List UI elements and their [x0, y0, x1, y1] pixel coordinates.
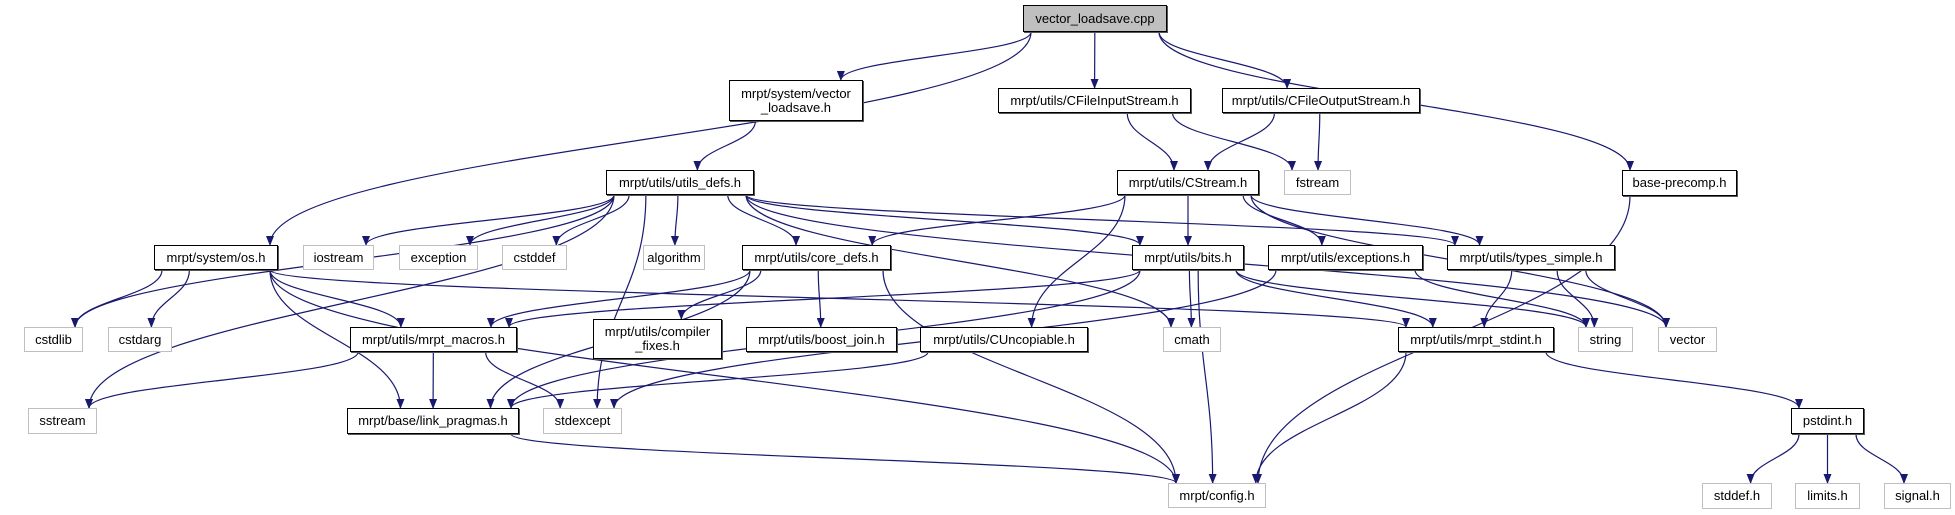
graph-node-coredefs[interactable]: mrpt/utils/core_defs.h — [742, 245, 891, 270]
graph-node-algorithm: algorithm — [643, 245, 705, 270]
edge-coredefs-to-config — [882, 269, 1180, 484]
graph-node-boost[interactable]: mrpt/utils/boost_join.h — [746, 327, 897, 352]
graph-node-root: vector_loadsave.cpp — [1023, 5, 1167, 32]
edge-udefs-to-algorithm — [670, 194, 679, 246]
edge-types-to-string — [1556, 269, 1599, 328]
edge-os-to-cstdarg — [147, 269, 190, 328]
graph-node-basepre[interactable]: base-precomp.h — [1622, 170, 1737, 196]
graph-node-cstddef: cstddef — [502, 245, 567, 270]
edge-bits-to-stdint — [1235, 269, 1437, 328]
edge-udefs-to-sstream — [85, 194, 615, 409]
edge-root-to-vls — [836, 31, 1032, 81]
graph-node-vls[interactable]: mrpt/system/vector _loadsave.h — [729, 80, 863, 121]
graph-node-cfis[interactable]: mrpt/utils/CFileInputStream.h — [998, 88, 1191, 113]
edge-coredefs-to-compiler — [677, 269, 762, 320]
graph-node-signal: signal.h — [1884, 483, 1951, 509]
edge-stdint-to-config — [1251, 351, 1407, 484]
edge-os-to-stdint — [269, 269, 1410, 328]
graph-node-iostream: iostream — [303, 245, 374, 270]
edge-pstdint-to-signal — [1855, 433, 1908, 484]
graph-node-config: mrpt/config.h — [1168, 483, 1266, 508]
edge-udefs-to-types — [745, 194, 1459, 246]
edge-stdint-to-pstdint — [1545, 351, 1803, 409]
edge-udefs-to-cmath — [745, 194, 1175, 328]
edge-root-to-cfos — [1158, 31, 1292, 89]
edge-types-to-vector — [1585, 269, 1670, 328]
edge-types-to-stdint — [1480, 269, 1513, 328]
graph-node-fstream: fstream — [1284, 170, 1351, 195]
edge-os-to-cstdlib — [71, 269, 163, 328]
edge-macros-to-sstream — [85, 351, 359, 409]
graph-node-udefs[interactable]: mrpt/utils/utils_defs.h — [606, 170, 754, 195]
graph-node-stdint[interactable]: mrpt/utils/mrpt_stdint.h — [1398, 327, 1554, 352]
graph-node-exceptions[interactable]: mrpt/utils/exceptions.h — [1268, 245, 1423, 270]
graph-node-compiler[interactable]: mrpt/utils/compiler _fixes.h — [593, 319, 722, 359]
edge-os-to-config — [269, 269, 1180, 484]
edge-cstream-to-types — [1250, 194, 1484, 246]
graph-node-exception: exception — [399, 245, 478, 270]
edge-vls-to-udefs — [693, 120, 756, 171]
edge-cfis-to-fstream — [1171, 112, 1296, 171]
edge-bits-to-string — [1235, 269, 1590, 328]
edge-bits-to-macros — [505, 269, 1141, 328]
edge-bits-to-config — [1197, 269, 1217, 484]
graph-node-stddef: stddef.h — [1702, 483, 1772, 509]
graph-node-macros[interactable]: mrpt/utils/mrpt_macros.h — [350, 327, 517, 352]
graph-node-string: string — [1578, 327, 1633, 352]
edge-uncop-to-pragmas — [507, 351, 929, 409]
graph-node-cstream[interactable]: mrpt/utils/CStream.h — [1117, 170, 1259, 195]
edge-cstream-to-uncop — [1027, 194, 1126, 328]
graph-node-cmath: cmath — [1163, 327, 1221, 352]
graph-node-cstdarg: cstdarg — [108, 327, 172, 352]
graph-node-limits: limits.h — [1795, 483, 1860, 509]
edge-cstream-to-coredefs — [868, 194, 1126, 246]
edge-cfis-to-cstream — [1126, 112, 1178, 171]
graph-node-vector: vector — [1658, 327, 1717, 352]
graph-node-stdexcept: stdexcept — [543, 408, 622, 434]
graph-node-sstream: sstream — [28, 408, 97, 434]
edge-macros-to-stdexcept — [485, 351, 565, 409]
edge-cstream-to-exceptions — [1242, 194, 1326, 246]
edge-pstdint-to-stddef — [1746, 433, 1800, 484]
edge-udefs-to-cstddef — [552, 194, 630, 246]
edge-udefs-to-stdexcept — [593, 194, 647, 409]
graph-node-bits[interactable]: mrpt/utils/bits.h — [1132, 245, 1244, 270]
graph-node-cstdlib: cstdlib — [24, 327, 83, 352]
edge-udefs-to-bits — [745, 194, 1144, 246]
edge-cfos-to-cstream — [1203, 112, 1276, 171]
edge-udefs-to-exception — [466, 194, 615, 246]
edge-coredefs-to-macros — [487, 269, 751, 328]
edge-udefs-to-coredefs — [727, 194, 800, 246]
graph-node-types[interactable]: mrpt/utils/types_simple.h — [1447, 245, 1615, 270]
graph-node-uncop[interactable]: mrpt/utils/CUncopiable.h — [920, 327, 1088, 352]
edge-cfos-to-fstream — [1314, 112, 1323, 171]
edge-os-to-macros — [269, 269, 405, 328]
edge-root-to-os — [266, 31, 1032, 246]
edge-bits-to-cmath — [1187, 269, 1196, 328]
graph-node-pragmas[interactable]: mrpt/base/link_pragmas.h — [347, 408, 519, 434]
graph-node-os[interactable]: mrpt/system/os.h — [154, 245, 278, 270]
graph-node-cfos[interactable]: mrpt/utils/CFileOutputStream.h — [1222, 88, 1420, 113]
graph-node-pstdint[interactable]: pstdint.h — [1791, 408, 1864, 434]
edge-exceptions-to-string — [1414, 269, 1590, 328]
edge-pragmas-to-config — [510, 433, 1180, 484]
edge-os-to-pragmas — [269, 269, 405, 409]
edge-udefs-to-iostream — [362, 194, 615, 246]
